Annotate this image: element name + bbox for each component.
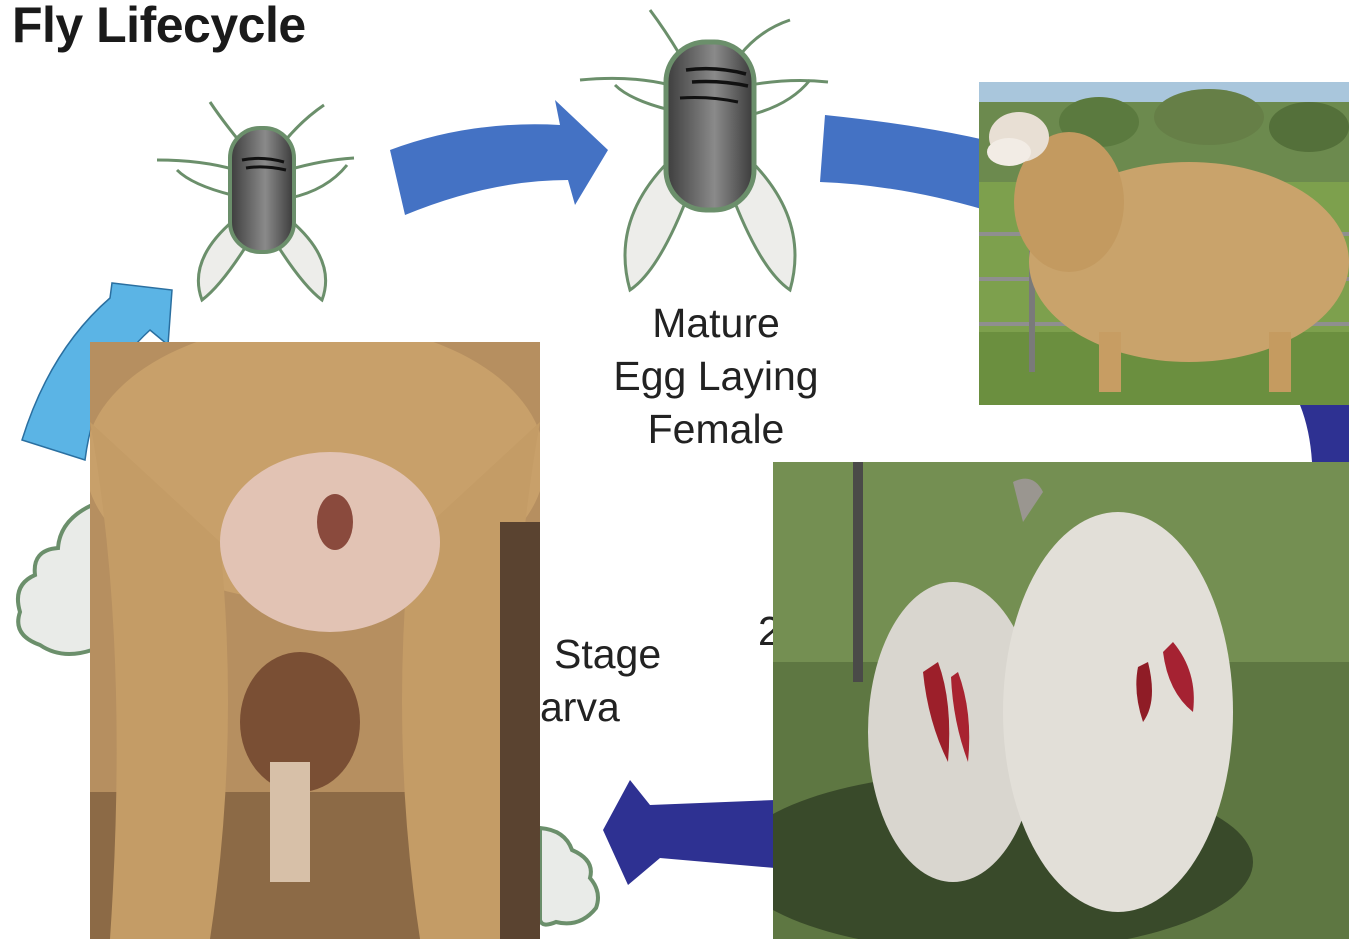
page-title: Fly Lifecycle — [12, 0, 306, 54]
stage-label-larva: Stage arva — [540, 628, 661, 734]
stage-label-line: Stage — [540, 628, 661, 681]
flystruck-sheep-photo — [773, 462, 1349, 939]
stage-label-line: Mature — [590, 297, 842, 350]
breech-photo — [90, 342, 540, 939]
cycle-arrow-top — [390, 100, 608, 215]
stage-label-line: arva — [540, 681, 661, 734]
larva-icon — [540, 828, 598, 925]
stage-label-line: Female — [590, 403, 842, 456]
larva-icon — [18, 505, 92, 654]
stage-label-mature-female: Mature Egg Laying Female — [590, 297, 842, 456]
stage-label-line: Egg Laying — [590, 350, 842, 403]
cycle-arrow-to-ram — [820, 115, 985, 210]
cycle-arrow-right — [1300, 405, 1349, 462]
cycle-arrow-bottom — [603, 780, 775, 885]
fly-icon — [157, 102, 354, 300]
ram-photo — [979, 82, 1349, 405]
fly-icon — [580, 10, 828, 290]
